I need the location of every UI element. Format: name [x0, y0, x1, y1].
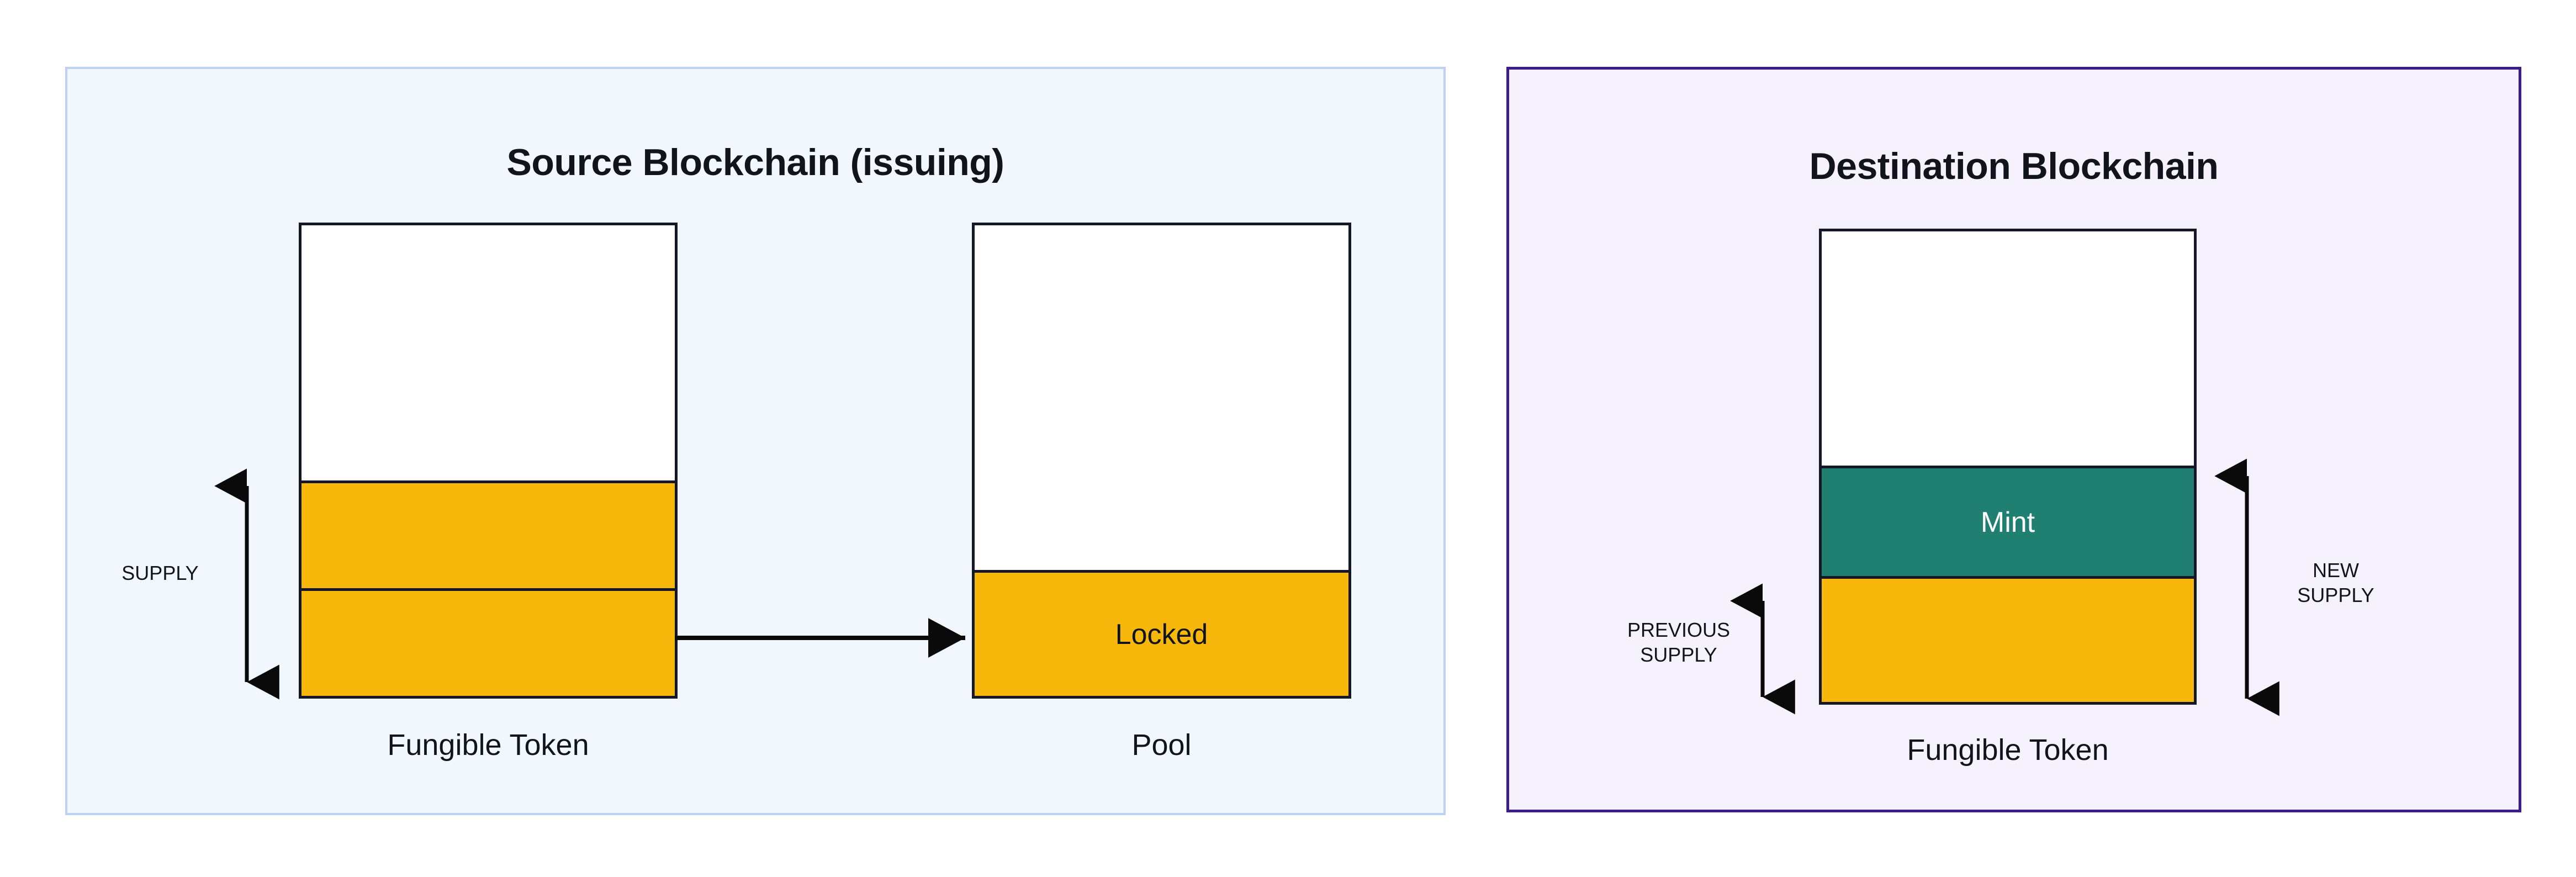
supply-measure-label: SUPPLY [121, 562, 199, 584]
source-fungible-token-bar [299, 223, 678, 699]
source-fungible-token-caption: Fungible Token [387, 728, 589, 762]
destination-token-previous-supply-segment [1822, 576, 2194, 702]
pool-locked-label: Locked [1115, 618, 1208, 651]
destination-fungible-token-bar: Mint [1819, 229, 2197, 705]
source-token-supply-upper-segment [301, 480, 675, 588]
destination-panel-title: Destination Blockchain [1809, 145, 2219, 187]
destination-fungible-token-caption: Fungible Token [1907, 733, 2109, 767]
new-supply-measure-label: NEW SUPPLY [2297, 559, 2374, 606]
destination-token-empty-segment [1822, 231, 2194, 466]
source-panel-title: Source Blockchain (issuing) [506, 141, 1004, 183]
destination-token-mint-label: Mint [1980, 506, 2035, 538]
destination-token-mint-segment: Mint [1822, 466, 2194, 576]
source-token-supply-lower-segment [301, 588, 675, 696]
source-token-empty-segment [301, 225, 675, 480]
pool-empty-segment [975, 225, 1348, 570]
pool-caption: Pool [1131, 728, 1192, 762]
pool-locked-segment: Locked [975, 570, 1348, 696]
pool-bar: Locked [972, 223, 1351, 699]
previous-supply-measure-label: PREVIOUS SUPPLY [1627, 619, 1731, 666]
